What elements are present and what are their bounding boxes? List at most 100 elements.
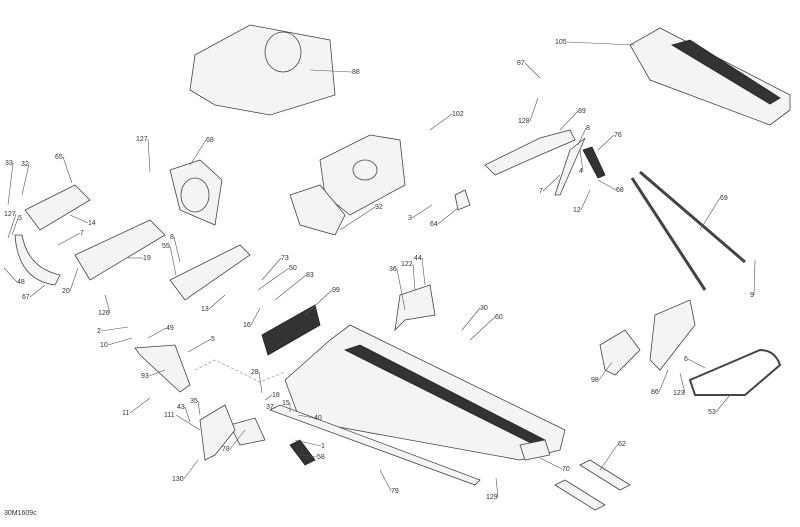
callout-leader (304, 289, 333, 316)
callout-leader (429, 113, 453, 131)
callout-leader (175, 414, 201, 431)
callout-leader (599, 443, 619, 471)
shock-mount-93 (134, 344, 191, 393)
callout-leader (580, 189, 591, 211)
callout-label: 69 (720, 195, 728, 202)
callout-label: 127 (4, 211, 16, 218)
callout-label: 5 (211, 336, 215, 343)
steering-arm-89 (484, 129, 606, 196)
callout-leader (715, 394, 731, 413)
callout-label: 128 (518, 118, 530, 125)
callout-label: 58 (317, 454, 325, 461)
callout-leader (257, 267, 290, 291)
callout-leader (147, 327, 167, 339)
rear-chassis-105 (629, 27, 791, 126)
callout-leader (62, 156, 73, 184)
belly-pan (169, 244, 251, 301)
callout-leader (3, 267, 18, 283)
callout-leader (69, 267, 79, 292)
callout-leader (183, 459, 199, 480)
callout-leader (559, 110, 579, 131)
callout-label: 8 (586, 125, 590, 132)
callout-label: 105 (555, 39, 567, 46)
callout-label: 7 (539, 188, 543, 195)
callout-leader (566, 41, 636, 46)
callout-label: 3 (408, 215, 412, 222)
callout-leader (57, 232, 81, 246)
callout-leader (294, 439, 322, 447)
callout-label: 79 (391, 488, 399, 495)
callout-leader (437, 207, 459, 225)
tunnel-main (194, 324, 566, 461)
panel-65 (24, 184, 91, 231)
callout-label: 73 (281, 255, 289, 262)
callout-label: 49 (166, 325, 174, 332)
callout-leader (169, 245, 177, 276)
callout-leader (21, 163, 30, 196)
callout-label: 68 (206, 137, 214, 144)
callout-label: 20 (62, 288, 70, 295)
callout-label: 89 (578, 108, 586, 115)
callout-label: 64 (430, 221, 438, 228)
callout-label: 4 (579, 168, 583, 175)
callout-label: 86 (651, 389, 659, 396)
callout-label: 19 (143, 255, 151, 262)
callout-label: 50 (289, 265, 297, 272)
callout-label: 13 (201, 306, 209, 313)
callout-leader (7, 213, 17, 239)
callout-leader (187, 338, 212, 353)
callout-leader (309, 69, 353, 73)
callout-leader (229, 429, 246, 450)
callout-leader (297, 414, 315, 419)
callout-label: 6 (684, 356, 688, 363)
callout-label: 126 (98, 310, 110, 317)
callout-label: 9 (750, 292, 754, 299)
callout-label: 65 (55, 154, 63, 161)
callout-leader (197, 400, 201, 416)
callout-label: 2 (97, 328, 101, 335)
callout-label: 10 (100, 342, 108, 349)
callout-leader (539, 457, 563, 470)
support-bars-69 (630, 170, 746, 291)
footrest-58 (289, 439, 316, 466)
callout-leader (687, 358, 706, 369)
callout-label: 78 (222, 446, 230, 453)
callout-label: 35 (190, 398, 198, 405)
callout-label: 99 (332, 287, 340, 294)
callout-leader (11, 217, 19, 236)
callout-label: 33 (5, 160, 13, 167)
callout-label: 36 (389, 266, 397, 273)
callout-leader (7, 162, 14, 206)
callout-leader (658, 369, 669, 393)
callout-label: 1 (321, 443, 325, 450)
callout-leader (184, 406, 191, 423)
callout-leader (529, 97, 539, 122)
callout-leader (173, 236, 181, 263)
rail-79 (268, 404, 481, 486)
callout-label: 122 (401, 261, 413, 268)
callout-label: 37 (266, 404, 274, 411)
callout-label: 127 (136, 136, 148, 143)
callout-leader (579, 149, 584, 172)
callout-label: 98 (591, 377, 599, 384)
callout-label: 87 (517, 60, 525, 67)
callout-leader (258, 371, 263, 394)
callout-label: 62 (618, 441, 626, 448)
callout-label: 67 (22, 294, 30, 301)
bracket-36 (394, 284, 436, 332)
callout-label: 92 (375, 204, 383, 211)
callout-leader (261, 257, 282, 281)
callout-leader (208, 294, 226, 310)
callout-label: 7 (80, 230, 84, 237)
callout-label: 48 (17, 279, 25, 286)
callout-leader (250, 307, 261, 326)
slides-62 (554, 459, 631, 511)
callout-label: 129 (486, 494, 498, 501)
callout-label: 16 (243, 322, 251, 329)
callout-leader (411, 204, 433, 219)
bumper-53 (688, 348, 782, 396)
callout-label: 40 (314, 415, 322, 422)
callout-label: 88 (352, 69, 360, 76)
callout-leader (69, 214, 89, 224)
